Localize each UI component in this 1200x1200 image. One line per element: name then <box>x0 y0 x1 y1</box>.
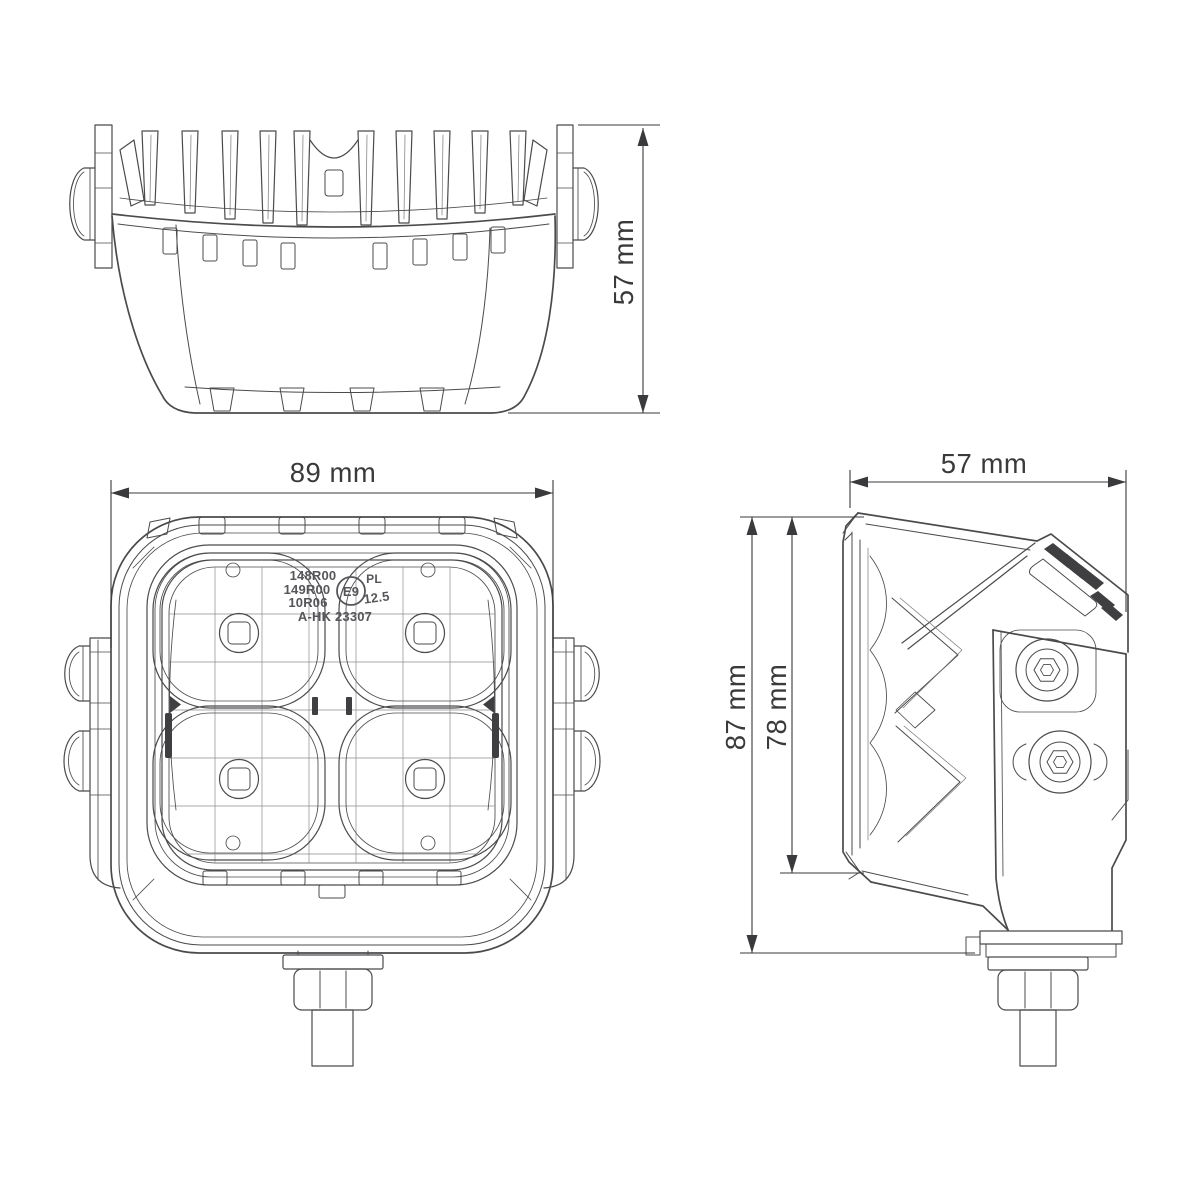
front-right-mount <box>543 637 601 889</box>
marking-ref-number: 12.5 <box>363 588 391 606</box>
side-bracket <box>992 629 1129 931</box>
dimension-side-overall-height: 87 mm <box>720 516 975 954</box>
led-top-right <box>404 612 446 654</box>
side-view <box>842 512 1129 1067</box>
front-view: 148R00 149R00 10R06 A-HK 23307 E9 PL 12.… <box>63 516 601 1067</box>
front-bezel <box>146 544 518 899</box>
top-view-collar <box>111 197 556 239</box>
lens-marking-text: 148R00 149R00 10R06 A-HK 23307 E9 PL 12.… <box>284 568 391 624</box>
optic-cell-bottom-left <box>152 705 326 861</box>
side-reflector-ribs <box>891 597 967 843</box>
marking-line3: 10R06 <box>288 595 327 610</box>
front-housing <box>110 516 554 954</box>
e-mark-code: E9 <box>343 584 359 599</box>
side-heatsink <box>1028 533 1129 653</box>
top-view-left-mount <box>69 124 113 269</box>
front-mounting-stud <box>282 950 384 1067</box>
dimension-front-width: 89 mm <box>110 457 554 648</box>
side-lens <box>842 512 887 883</box>
optic-cell-bottom-right <box>338 705 512 861</box>
marking-line4: A-HK 23307 <box>298 609 372 624</box>
dim-label-side-depth: 57 mm <box>941 448 1028 479</box>
led-bottom-right <box>404 758 446 800</box>
bracket-screw-bottom <box>1012 730 1108 794</box>
marking-line2: 149R00 <box>284 582 331 597</box>
dim-label-front-width: 89 mm <box>290 457 377 488</box>
marking-class-code: PL <box>366 572 382 586</box>
dimension-side-body-height: 78 mm <box>761 517 864 874</box>
top-view-heatsink-fins <box>119 130 548 270</box>
side-upper-shell <box>857 512 1038 650</box>
dimension-side-depth: 57 mm <box>849 448 1127 612</box>
dimension-top-view-depth: 57 mm <box>508 124 660 414</box>
bracket-screw-top <box>1015 638 1079 702</box>
dim-label-side-overall-height: 87 mm <box>720 664 751 751</box>
top-view <box>69 124 599 414</box>
optic-cell-top-left <box>152 552 326 709</box>
top-view-right-mount <box>556 124 599 269</box>
top-view-housing <box>111 215 557 414</box>
optic-cell-top-right <box>338 552 512 709</box>
side-mounting-stud <box>965 930 1123 1067</box>
marking-line1: 148R00 <box>290 568 337 583</box>
front-lens <box>152 552 512 871</box>
led-bottom-left <box>218 758 260 800</box>
front-left-mount <box>63 637 121 889</box>
e-mark: E9 <box>336 576 366 606</box>
side-lower-shell <box>861 870 1009 931</box>
dim-label-side-body-height: 78 mm <box>761 664 792 751</box>
lens-grid <box>169 567 495 863</box>
led-top-left <box>218 612 260 654</box>
dim-label-top-depth: 57 mm <box>608 219 639 306</box>
